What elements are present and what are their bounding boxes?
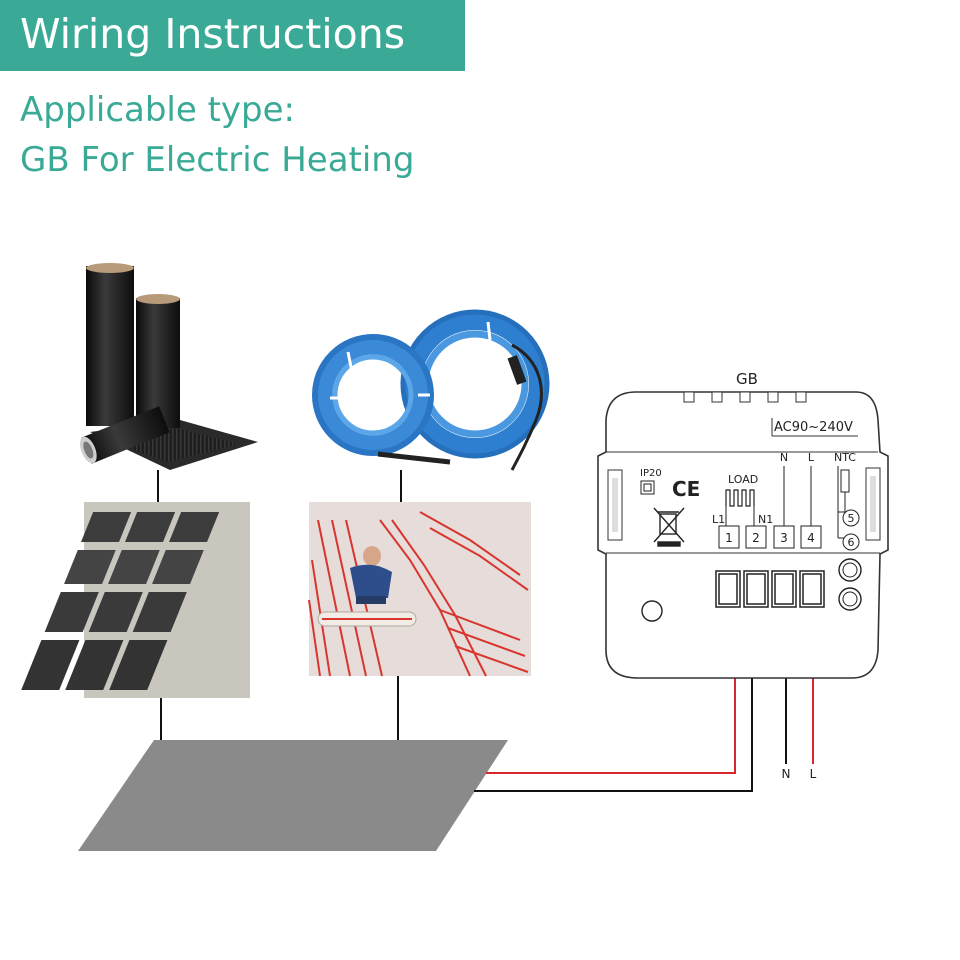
terminal-1-number: 1 — [725, 531, 733, 545]
mounting-hole — [641, 600, 663, 622]
load-label: LOAD — [728, 473, 758, 486]
ip-rating-box — [640, 480, 655, 495]
heating-film-rolls-image — [79, 263, 258, 470]
ntc-label: NTC — [834, 451, 856, 464]
terminal-2-number: 2 — [752, 531, 760, 545]
terminal-n1-label: N1 — [758, 513, 773, 526]
ip-rating-inner-box — [643, 483, 652, 492]
supply-neutral-label: N — [782, 767, 791, 781]
terminal-4-number: 4 — [807, 531, 815, 545]
heated-floor-panel — [78, 740, 508, 851]
terminal-6 — [842, 533, 860, 551]
ip-rating-label: IP20 — [640, 468, 662, 479]
heating-element-icon — [725, 489, 755, 507]
sensor-port-top — [838, 558, 862, 582]
terminal-3 — [773, 525, 795, 549]
terminal-1 — [718, 525, 740, 549]
page-title: Wiring Instructions — [20, 10, 406, 58]
sensor-port-top-inner — [842, 562, 858, 578]
heating-cable-coils-image — [312, 309, 550, 471]
weee-bin-icon — [653, 507, 685, 547]
terminal-6-number: 6 — [848, 536, 855, 549]
model-label: GB — [736, 370, 758, 388]
terminal-l1-label: L1 — [712, 513, 725, 526]
ce-mark: CE — [672, 477, 700, 501]
supply-live-label: L — [810, 767, 817, 781]
terminal-3-number: 3 — [780, 531, 788, 545]
applicable-type-label: Applicable type: — [20, 90, 296, 130]
sensor-port-bottom — [838, 587, 862, 611]
terminal-block: 1 2 3 4 — [718, 525, 822, 549]
terminal-n-label: N — [780, 451, 788, 464]
screw-ports — [715, 570, 825, 608]
terminal-5 — [842, 509, 860, 527]
thermostat-backplate: GB — [597, 370, 889, 679]
title-banner: Wiring Instructions — [0, 0, 465, 71]
cable-floor-install-image — [308, 502, 531, 677]
terminal-l-label: L — [808, 451, 815, 464]
terminal-5-number: 5 — [848, 512, 855, 525]
film-floor-install-image — [21, 502, 250, 698]
terminal-4 — [800, 525, 822, 549]
sensor-port-bottom-inner — [842, 591, 858, 607]
applicable-type-value: GB For Electric Heating — [20, 140, 415, 180]
voltage-label: AC90~240V — [774, 420, 853, 435]
terminal-2 — [745, 525, 767, 549]
